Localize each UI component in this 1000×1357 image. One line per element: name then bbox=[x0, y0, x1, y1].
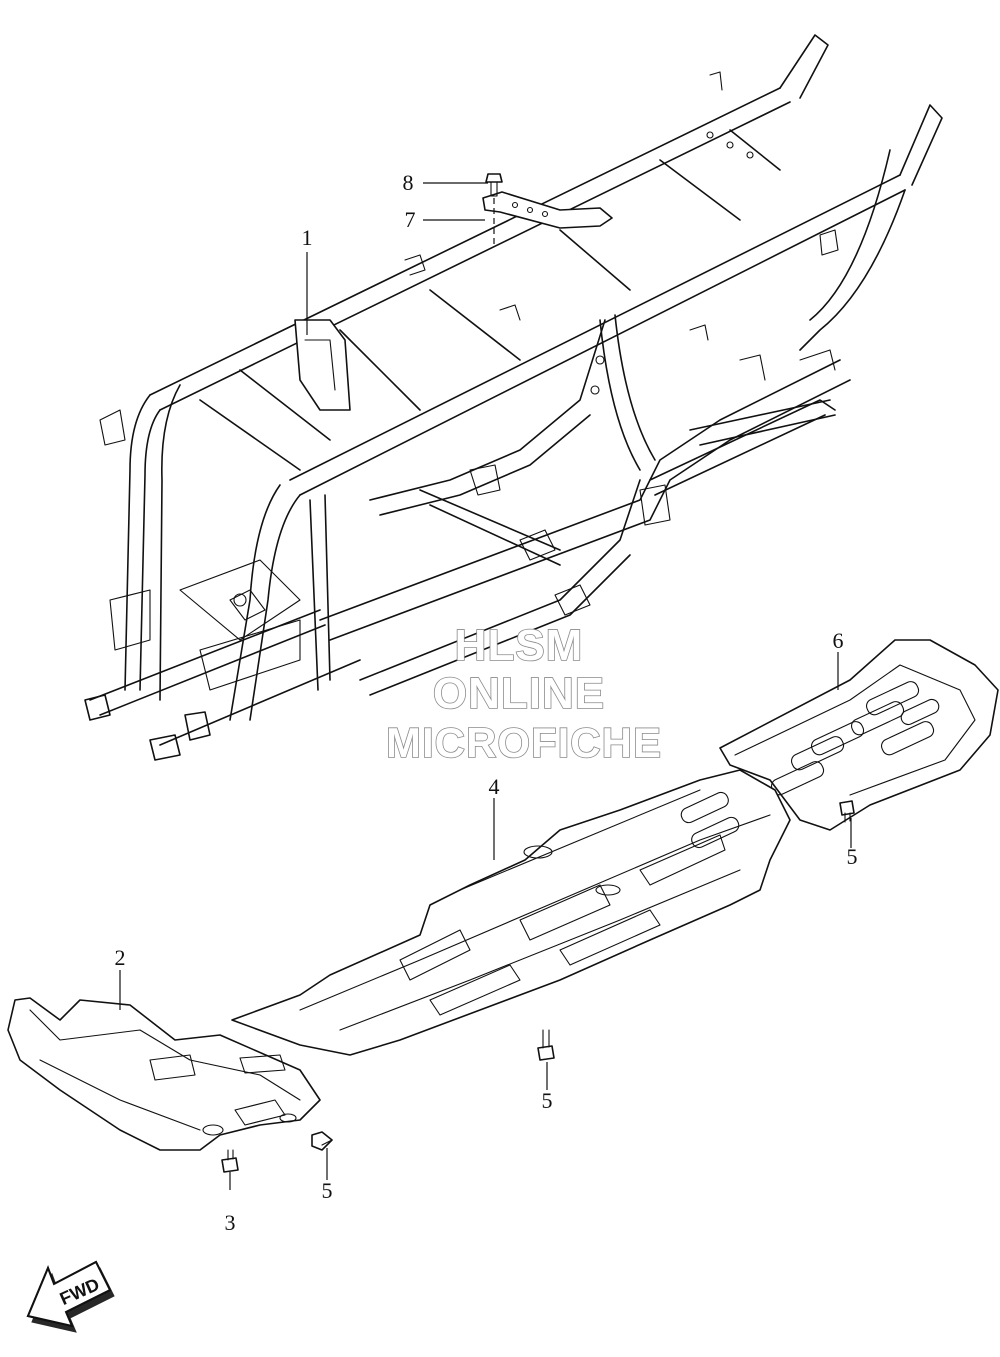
bolt-part-8[interactable] bbox=[485, 173, 503, 197]
callout-2[interactable]: 2 bbox=[115, 945, 126, 970]
watermark-line-1: HLSM bbox=[455, 621, 584, 670]
callout-6[interactable]: 6 bbox=[833, 628, 844, 653]
bracket-part-7[interactable] bbox=[482, 191, 613, 229]
leader-lines bbox=[119, 182, 852, 1190]
frame-assembly[interactable] bbox=[84, 34, 943, 761]
bolt-part-3[interactable] bbox=[221, 1149, 239, 1173]
skid-plate-part-4[interactable] bbox=[231, 769, 791, 1056]
forward-arrow-icon: FWD bbox=[26, 1260, 115, 1333]
watermark-line-2: ONLINE bbox=[433, 669, 605, 718]
callout-5-rear[interactable]: 5 bbox=[847, 844, 858, 869]
callout-8[interactable]: 8 bbox=[403, 170, 414, 195]
callout-5-front[interactable]: 5 bbox=[322, 1178, 333, 1203]
callout-1[interactable]: 1 bbox=[302, 225, 313, 250]
watermark-line-3: MICROFICHE bbox=[386, 719, 662, 766]
bolt-part-5-center[interactable] bbox=[537, 1029, 555, 1061]
bolt-part-5-front[interactable] bbox=[311, 1131, 333, 1151]
callout-4[interactable]: 4 bbox=[489, 774, 500, 799]
skid-plate-part-2[interactable] bbox=[7, 997, 321, 1151]
callout-5-center[interactable]: 5 bbox=[542, 1088, 553, 1113]
callout-7[interactable]: 7 bbox=[405, 207, 416, 232]
skid-plate-part-6[interactable] bbox=[719, 639, 999, 831]
bolt-part-5-rear[interactable] bbox=[839, 800, 855, 823]
callout-3[interactable]: 3 bbox=[225, 1210, 236, 1235]
watermark: HLSM ONLINE MICROFICHE bbox=[385, 620, 662, 767]
